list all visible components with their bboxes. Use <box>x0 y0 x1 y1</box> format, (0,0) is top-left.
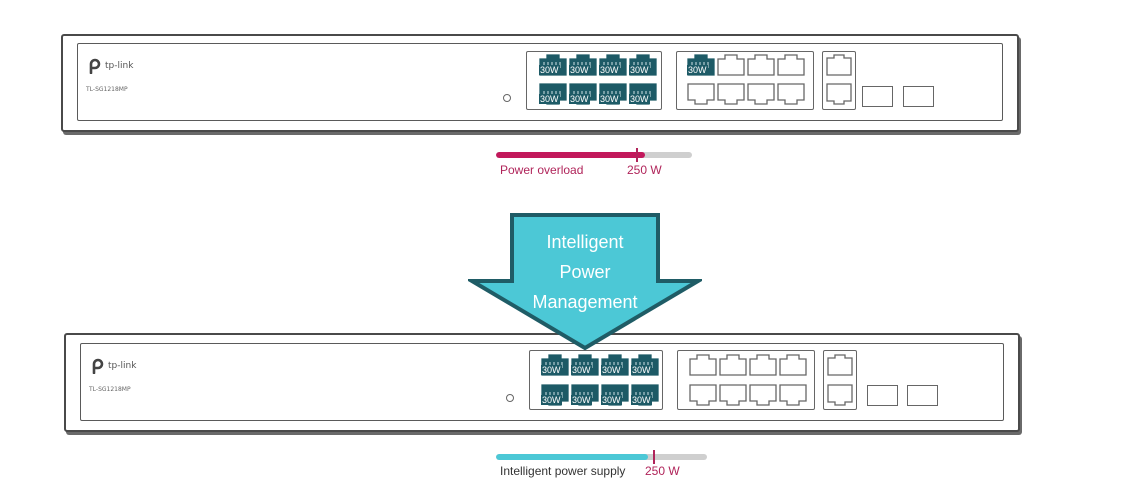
top-rj45-port-10 <box>716 54 746 76</box>
bottom-power-bar-label: Intelligent power supply <box>500 464 626 478</box>
arrow-line-2: Power <box>559 262 611 282</box>
top-rj45-port-8: 30W <box>628 83 658 105</box>
bottom-sfp-slot-1 <box>867 385 898 406</box>
arrow-caption: Intelligent Power Management <box>468 227 702 317</box>
top-switch-model: TL-SG1218MP <box>86 86 128 93</box>
bottom-power-bar <box>496 454 707 460</box>
bottom-rj45-port-12 <box>778 354 808 376</box>
poe-budget-label: 30W <box>539 94 560 104</box>
top-rj45-port-9: 30W <box>686 54 716 76</box>
poe-budget-label: 30W <box>541 395 562 405</box>
top-sfp-port-lower <box>824 83 854 105</box>
bottom-rj45-port-4: 30W <box>630 354 660 376</box>
top-rj45-port-3: 30W <box>598 54 628 76</box>
bottom-sfp-slot-2 <box>907 385 938 406</box>
top-rj45-port-12 <box>776 54 806 76</box>
poe-budget-label: 30W <box>599 65 620 75</box>
top-rj45-port-16 <box>776 83 806 105</box>
poe-budget-label: 30W <box>541 365 562 375</box>
tp-link-logo-icon <box>89 58 101 74</box>
top-sfp-port-upper <box>824 54 854 76</box>
bottom-rj45-port-14 <box>718 384 748 406</box>
top-rj45-port-4: 30W <box>628 54 658 76</box>
top-switch-logo: tp-link <box>86 58 133 74</box>
poe-budget-label: 30W <box>571 395 592 405</box>
poe-budget-label: 30W <box>601 395 622 405</box>
top-power-limit-marker <box>636 148 639 162</box>
bottom-power-limit-marker <box>653 450 656 464</box>
bottom-power-limit-label: 250 W <box>645 464 680 478</box>
poe-budget-label: 30W <box>569 65 590 75</box>
bottom-rj45-port-16 <box>778 384 808 406</box>
bottom-rj45-port-2: 30W <box>570 354 600 376</box>
bottom-rj45-port-8: 30W <box>630 384 660 406</box>
poe-budget-label: 30W <box>631 365 652 375</box>
poe-budget-label: 30W <box>601 365 622 375</box>
top-rj45-port-14 <box>716 83 746 105</box>
top-rj45-port-2: 30W <box>568 54 598 76</box>
bottom-rj45-port-11 <box>748 354 778 376</box>
top-power-bar-fill <box>496 152 645 158</box>
bottom-rj45-port-7: 30W <box>600 384 630 406</box>
top-power-bar <box>496 152 692 158</box>
top-rj45-port-13 <box>686 83 716 105</box>
top-sfp-slot-2 <box>903 86 934 107</box>
poe-budget-label: 30W <box>687 65 708 75</box>
bottom-rj45-port-13 <box>688 384 718 406</box>
poe-budget-label: 30W <box>539 65 560 75</box>
top-rj45-port-15 <box>746 83 776 105</box>
arrow-line-3: Management <box>532 292 638 312</box>
top-sfp-slot-1 <box>862 86 893 107</box>
top-rj45-port-5: 30W <box>538 83 568 105</box>
bottom-switch-power-led <box>506 394 514 402</box>
bottom-switch-brand: tp-link <box>108 361 137 371</box>
top-power-bar-label: Power overload <box>500 163 584 177</box>
bottom-power-bar-fill <box>496 454 648 460</box>
bottom-sfp-port-lower <box>825 384 855 406</box>
top-rj45-port-6: 30W <box>568 83 598 105</box>
bottom-rj45-port-1: 30W <box>540 354 570 376</box>
top-rj45-port-1: 30W <box>538 54 568 76</box>
bottom-rj45-port-6: 30W <box>570 384 600 406</box>
top-rj45-port-11 <box>746 54 776 76</box>
bottom-rj45-port-15 <box>748 384 778 406</box>
bottom-rj45-port-9 <box>688 354 718 376</box>
tp-link-logo-icon <box>92 358 104 374</box>
bottom-rj45-port-3: 30W <box>600 354 630 376</box>
poe-budget-label: 30W <box>571 365 592 375</box>
top-rj45-port-7: 30W <box>598 83 628 105</box>
poe-budget-label: 30W <box>599 94 620 104</box>
poe-budget-label: 30W <box>629 94 650 104</box>
bottom-switch-logo: tp-link <box>89 358 136 374</box>
bottom-sfp-port-upper <box>825 354 855 376</box>
intelligent-power-management-arrow: Intelligent Power Management <box>464 212 706 352</box>
top-switch-brand: tp-link <box>105 61 134 71</box>
poe-budget-label: 30W <box>629 65 650 75</box>
top-power-limit-label: 250 W <box>627 163 662 177</box>
bottom-rj45-port-10 <box>718 354 748 376</box>
top-switch-power-led <box>503 94 511 102</box>
down-arrow-icon <box>464 213 706 351</box>
poe-budget-label: 30W <box>631 395 652 405</box>
bottom-rj45-port-5: 30W <box>540 384 570 406</box>
poe-budget-label: 30W <box>569 94 590 104</box>
arrow-line-1: Intelligent <box>546 232 624 252</box>
bottom-switch-model: TL-SG1218MP <box>89 386 131 393</box>
